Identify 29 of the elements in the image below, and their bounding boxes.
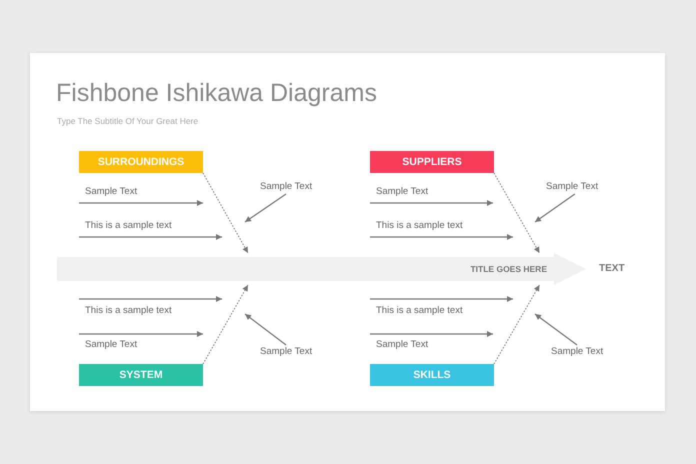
category-label: SKILLS <box>370 364 494 386</box>
cause-text: Sample Text <box>376 339 428 351</box>
arrow <box>494 172 540 254</box>
spine-arrow <box>57 253 586 285</box>
cause-text: Sample Text <box>85 339 138 351</box>
arrow <box>202 284 248 364</box>
cause-text: Sample Text <box>549 345 606 359</box>
spine-title: TITLE GOES HERE <box>470 264 547 274</box>
cause-text: This is a sample text <box>85 220 172 232</box>
arrow <box>202 172 248 254</box>
cause-text: Sample Text <box>376 186 428 198</box>
title: Fishbone Ishikawa Diagrams <box>56 79 377 108</box>
arrow <box>534 194 576 222</box>
arrow <box>244 194 286 222</box>
cause-text: Sample Text <box>85 186 138 198</box>
cause-text: This is a sample text <box>376 305 463 317</box>
category-label: SURROUNDINGS <box>79 151 203 173</box>
subtitle: Type The Subtitle Of Your Great Here <box>57 115 198 127</box>
category-label: SYSTEM <box>79 364 203 386</box>
cause-text: Sample Text <box>544 180 600 194</box>
arrow <box>534 314 578 346</box>
cause-text: This is a sample text <box>376 220 463 232</box>
category-label: SUPPLIERS <box>370 151 494 173</box>
cause-text: Sample Text <box>258 180 314 194</box>
arrow <box>494 284 540 364</box>
arrow <box>244 314 286 346</box>
cause-text: This is a sample text <box>85 305 172 317</box>
effect-text: TEXT <box>599 263 625 274</box>
cause-text: Sample Text <box>258 345 314 359</box>
